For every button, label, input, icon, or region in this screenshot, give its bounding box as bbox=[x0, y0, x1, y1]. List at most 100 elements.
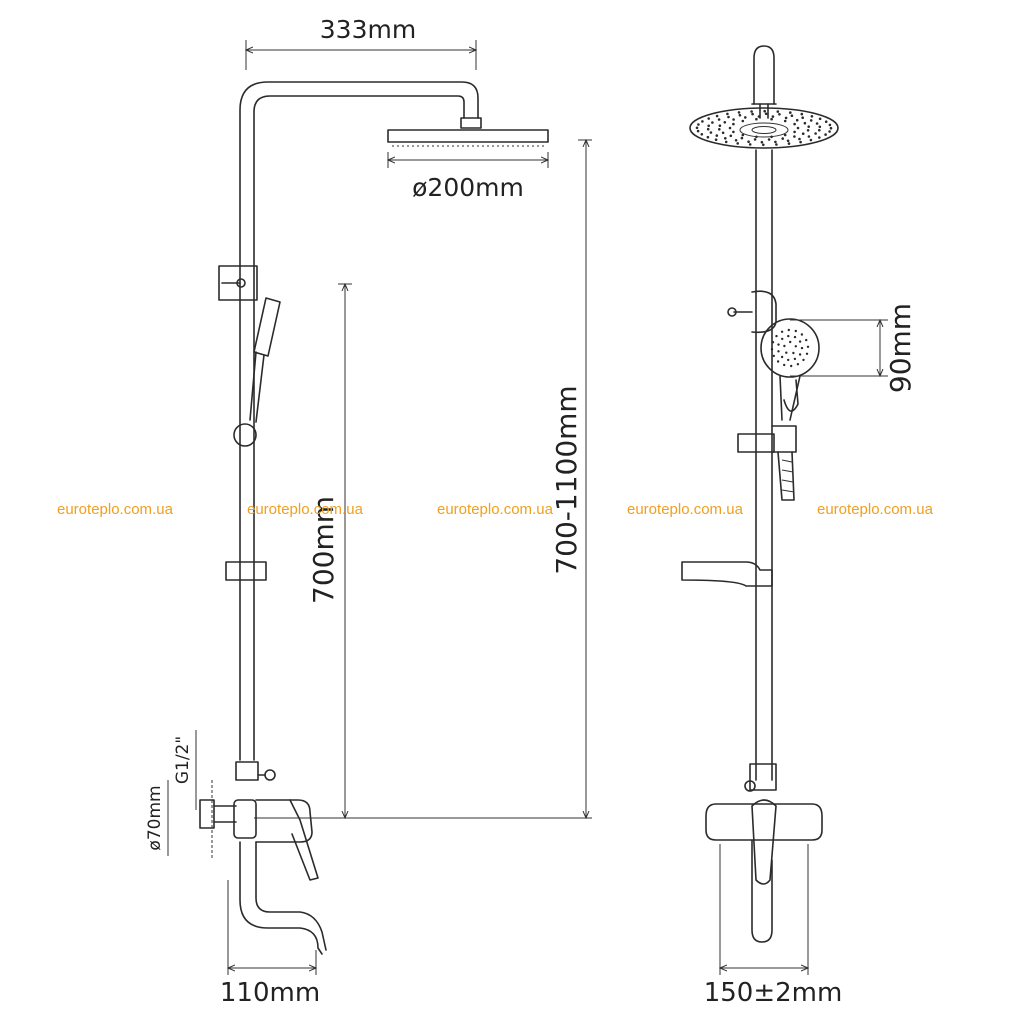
nozzle-dot bbox=[799, 140, 802, 144]
hand-nozzle-dot bbox=[787, 328, 790, 332]
nozzle-dot bbox=[787, 142, 791, 145]
hand-shower-front: 90mm bbox=[760, 303, 917, 421]
hand-nozzle-dot bbox=[798, 353, 802, 356]
holder-and-hose bbox=[737, 425, 797, 501]
front-connector bbox=[727, 290, 777, 334]
hand-nozzle-dot bbox=[780, 355, 784, 359]
head-diameter-label: ø200mm bbox=[412, 173, 524, 202]
hand-nozzle-dot bbox=[777, 343, 780, 346]
hand-nozzle-dot bbox=[798, 340, 802, 343]
hand-nozzle-dot bbox=[789, 340, 792, 344]
nozzle-dot bbox=[760, 140, 764, 144]
nozzle-dot bbox=[723, 121, 727, 124]
nozzle-dot bbox=[786, 139, 790, 143]
hand-nozzle-dot bbox=[793, 335, 797, 339]
hand-nozzle-dot bbox=[793, 357, 797, 361]
mixer-lever bbox=[289, 799, 319, 881]
nozzle-dot bbox=[793, 130, 796, 134]
nozzle-dot bbox=[814, 132, 817, 135]
rain-shower-head-side bbox=[387, 129, 549, 147]
nozzle-dot bbox=[776, 110, 780, 113]
hand-nozzle-dot bbox=[783, 344, 786, 348]
nozzle-dot bbox=[783, 133, 787, 137]
nozzle-dot bbox=[737, 111, 741, 114]
wall-inlet: G1/2" ø70mm bbox=[145, 730, 237, 858]
nozzle-dot bbox=[727, 115, 730, 119]
nozzle-dot bbox=[748, 143, 752, 146]
nozzle-dot bbox=[793, 135, 796, 138]
nozzle-dot bbox=[763, 109, 766, 113]
nozzle-dot bbox=[706, 127, 710, 131]
nozzle-dot bbox=[807, 125, 810, 128]
nozzle-dot bbox=[818, 125, 822, 129]
watermarks: euroteplo.com.ua euroteplo.com.ua eurote… bbox=[57, 501, 934, 518]
nozzle-dot bbox=[734, 139, 738, 142]
nozzle-dot bbox=[697, 123, 700, 126]
watermark-2: euroteplo.com.ua bbox=[247, 501, 364, 518]
height-total-label: 700-1100mm bbox=[550, 385, 583, 574]
nozzle-dot bbox=[715, 114, 719, 118]
nozzle-dot bbox=[714, 138, 718, 141]
nozzle-dot bbox=[732, 130, 735, 134]
front-view: 90mm bbox=[681, 45, 917, 1008]
hand-nozzle-dot bbox=[783, 363, 786, 367]
nozzle-dot bbox=[717, 118, 721, 121]
hand-nozzle-dot bbox=[771, 341, 775, 344]
nozzle-dot bbox=[762, 143, 765, 147]
nozzle-dot bbox=[803, 121, 807, 125]
nozzle-dot bbox=[701, 120, 704, 123]
nozzle-dot bbox=[770, 135, 773, 139]
nozzle-dot bbox=[707, 117, 710, 120]
hand-nozzle-dot bbox=[772, 354, 775, 358]
nozzle-dot bbox=[790, 114, 794, 117]
rail-connector bbox=[218, 265, 258, 301]
nozzle-dot bbox=[818, 136, 821, 139]
side-view: 333mm ø200mm bbox=[145, 15, 592, 1008]
nozzle-dot bbox=[695, 126, 699, 130]
nozzle-dot bbox=[775, 143, 778, 146]
head-diameter-dimension: ø200mm bbox=[388, 152, 548, 202]
bath-spout bbox=[239, 841, 327, 955]
hand-nozzle-dot bbox=[792, 351, 795, 355]
hand-nozzle-dot bbox=[787, 334, 790, 338]
nozzle-dot bbox=[721, 131, 725, 135]
nozzle-dot bbox=[796, 126, 800, 130]
hand-nozzle-dot bbox=[796, 363, 800, 366]
arm-length-dimension: 333mm bbox=[246, 15, 476, 70]
watermark-1: euroteplo.com.ua bbox=[57, 501, 174, 518]
nozzle-dot bbox=[771, 115, 775, 118]
hand-nozzle-dot bbox=[802, 358, 805, 362]
nozzle-dot bbox=[740, 136, 744, 140]
nozzle-dot bbox=[789, 111, 792, 114]
nozzle-dot bbox=[696, 129, 700, 133]
nozzle-dot bbox=[715, 134, 719, 137]
hand-shower-diameter-label: 90mm bbox=[884, 303, 917, 393]
nozzle-dot bbox=[829, 126, 833, 130]
nozzle-dot bbox=[815, 122, 819, 125]
hand-nozzle-dot bbox=[794, 329, 797, 333]
mixer-body-side bbox=[233, 799, 319, 881]
nozzle-dot bbox=[744, 116, 747, 119]
nozzle-dot bbox=[798, 137, 801, 141]
spout-dimension: 110mm bbox=[220, 880, 320, 1008]
nozzle-dot bbox=[828, 130, 831, 133]
nozzle-dot bbox=[700, 133, 704, 136]
nozzle-dot bbox=[753, 138, 757, 141]
nozzle-dot bbox=[718, 124, 722, 127]
nozzle-dot bbox=[784, 116, 788, 120]
nozzle-dot bbox=[783, 119, 787, 123]
nozzle-dot bbox=[801, 132, 805, 135]
nozzle-dot bbox=[778, 113, 781, 116]
spout-projection-label: 110mm bbox=[220, 978, 320, 1008]
watermark-4: euroteplo.com.ua bbox=[627, 501, 744, 518]
height-dimension: 700-1100mm bbox=[254, 140, 592, 818]
nozzle-dot bbox=[718, 128, 721, 131]
mixer-body-front bbox=[705, 799, 823, 943]
nozzle-dot bbox=[809, 138, 813, 142]
nozzle-dot bbox=[724, 140, 728, 144]
nozzle-dot bbox=[755, 117, 758, 121]
hand-nozzle-dot bbox=[790, 364, 793, 368]
hand-nozzle-dot bbox=[800, 346, 804, 350]
nozzle-dot bbox=[818, 128, 821, 132]
